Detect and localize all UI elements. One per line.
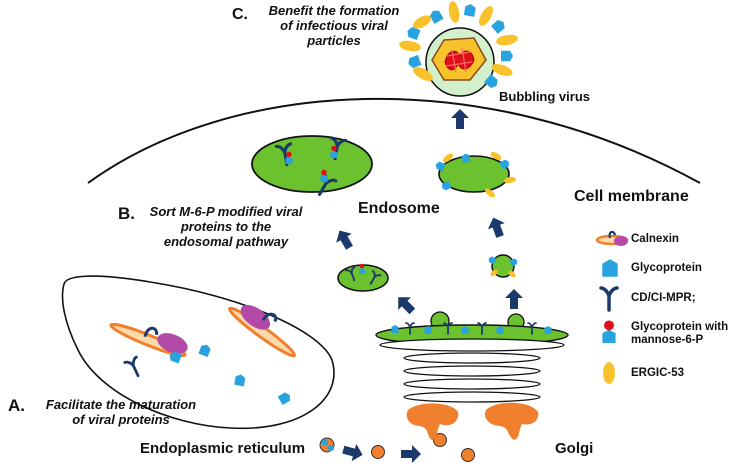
golgi-label: Golgi (555, 440, 594, 457)
golgi-to-vesicle-arrow (505, 289, 523, 309)
bubbling-virus-label: Bubbling virus (499, 89, 590, 104)
vesicle-to-membrane-arrow (451, 109, 469, 129)
cell-membrane-label: Cell membrane (574, 188, 689, 205)
vesicle-to-large-vesicle-arrow (484, 214, 509, 240)
annotation-a-letter: A. (8, 396, 25, 415)
endoplasmic-reticulum-shape (61, 275, 335, 430)
transport-vesicle (371, 445, 385, 459)
ergic53-icon (603, 362, 615, 384)
legend-calnexin-label: Calnexin (631, 233, 679, 245)
vesicle-to-endosome-arrow (331, 225, 358, 253)
legend-ergic53-label: ERGIC-53 (631, 367, 685, 379)
transport-vesicle (433, 433, 447, 447)
calnexin-complex-right (228, 304, 296, 358)
er-to-golgi-arrow-2 (401, 445, 421, 463)
glycoprotein-icon (602, 259, 618, 277)
endosome (251, 135, 373, 193)
legend-mannose-glycoprotein-label: Glycoprotein with mannose-6-P (631, 321, 729, 347)
er-label: Endoplasmic reticulum (140, 440, 306, 457)
annotation-a-text: Facilitate the maturation of viral prote… (45, 397, 197, 427)
annotation-b-text: Sort M-6-P modified viral proteins to th… (149, 204, 303, 249)
annotation-c-letter: C. (232, 6, 248, 23)
golgi-to-endosome-arrow (391, 290, 419, 318)
cell-membrane (87, 97, 701, 184)
small-vesicle-right (491, 254, 515, 278)
golgi-stack (375, 311, 569, 440)
large-vesicle-right (438, 155, 510, 193)
annotation-b-letter: B. (118, 204, 135, 223)
annotation-c-text: Benefit the formation of infectious vira… (268, 3, 400, 48)
receptor-icon (599, 286, 619, 312)
er-to-golgi-arrow-1 (340, 440, 365, 464)
calnexin-icon (595, 230, 629, 246)
calnexin-complex-left (109, 322, 188, 358)
bubbling-virus (399, 1, 518, 97)
endosome-label: Endosome (358, 200, 440, 217)
legend-receptor-label: CD/CI-MPR; (631, 292, 696, 304)
transport-vesicle (461, 448, 475, 462)
mannose-glycoprotein-icon (602, 320, 616, 343)
legend-glycoprotein-label: Glycoprotein (631, 262, 702, 274)
